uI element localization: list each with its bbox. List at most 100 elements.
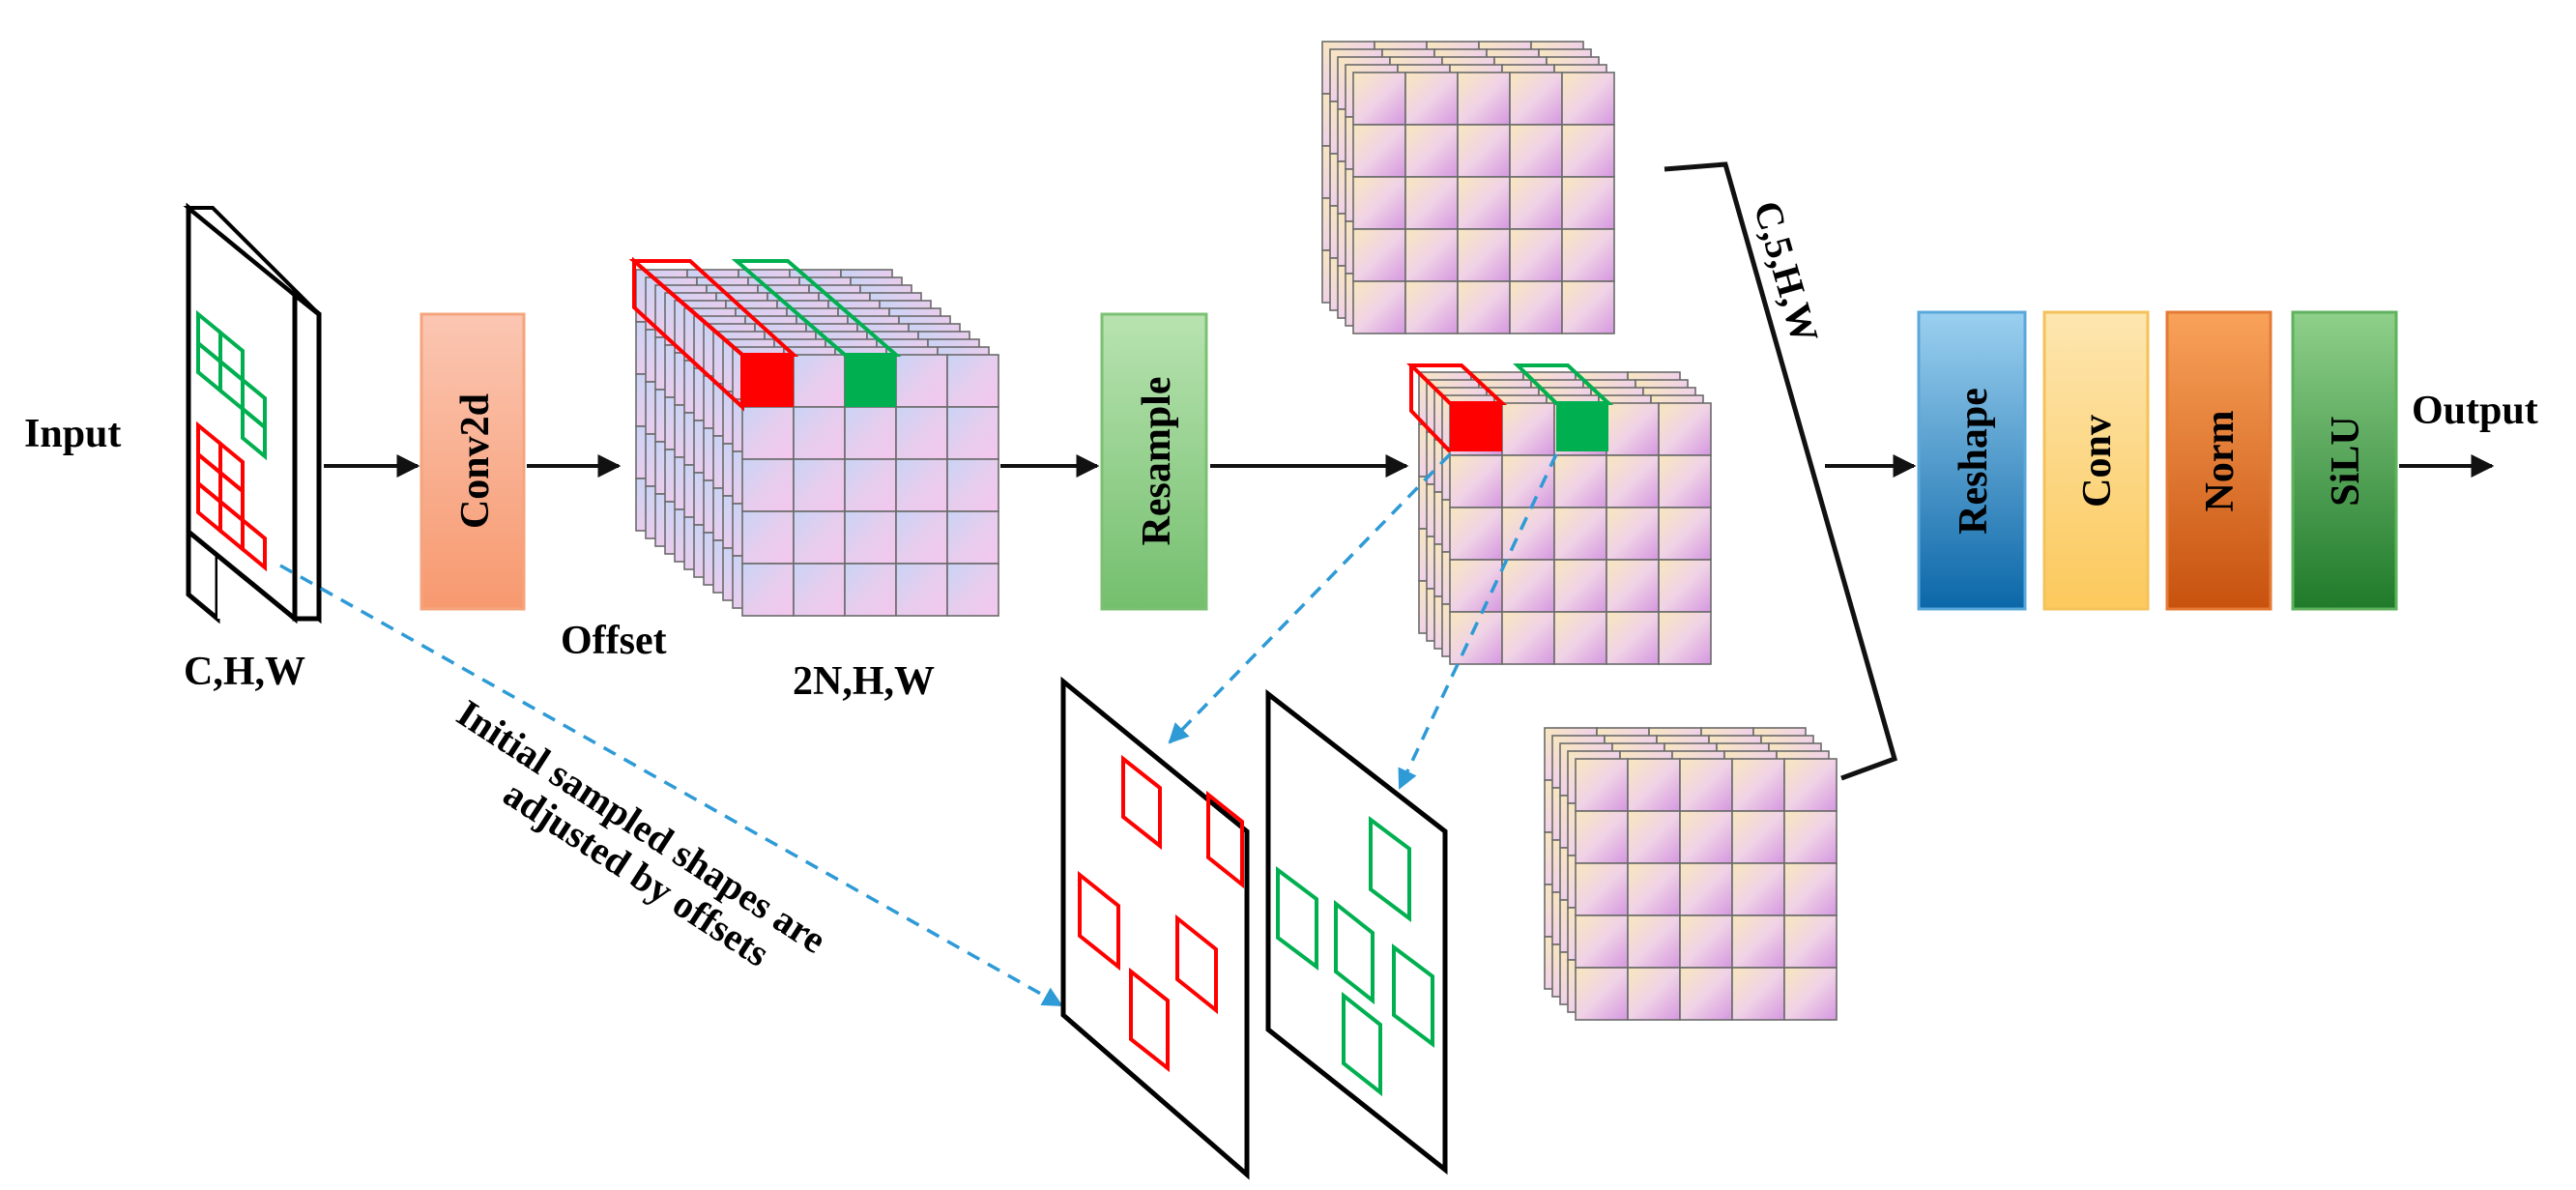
stack-middle-cell (1658, 559, 1712, 613)
stack-middle-cell (1553, 611, 1607, 665)
stack-top-cell (1457, 176, 1511, 230)
offset-dims-label: 2N,H,W (793, 659, 935, 704)
stack-top-cell (1404, 280, 1459, 334)
stack-top-cell (1561, 280, 1615, 334)
offset-cube-cell (844, 563, 897, 617)
stack-red-prism (1406, 363, 1508, 405)
conv2d-label: Conv2d (453, 393, 498, 529)
stack-top-cell (1509, 228, 1563, 282)
stack-top-cell (1352, 228, 1406, 282)
offset-cube-cell (946, 458, 999, 512)
stack-top-cell (1509, 176, 1563, 230)
stack-bottom-cell (1679, 967, 1733, 1021)
stack-bottom-cell (1575, 862, 1629, 916)
offset-red-prism-side (632, 256, 744, 412)
resample-block[interactable]: Resample (1100, 312, 1208, 611)
stack-top-cell (1404, 124, 1459, 178)
stack-middle-cell (1606, 402, 1660, 456)
input-red-sample (196, 421, 267, 572)
output-label: Output (2412, 389, 2538, 433)
stack-bottom-cell (1731, 862, 1785, 916)
offset-cube-cell (793, 510, 846, 565)
offset-cube-cell (793, 406, 846, 460)
offset-cube-cell (946, 563, 999, 617)
dashed-arrow-input-to-panel (279, 564, 1063, 1007)
resample-label: Resample (1135, 377, 1179, 546)
stack-middle-cell (1449, 454, 1503, 508)
stack-middle-cell (1606, 559, 1660, 613)
offset-cube-cell (895, 563, 948, 617)
silu-label: SiLU (2324, 416, 2368, 506)
offset-cube-cell (844, 458, 897, 512)
input-green-sample (196, 309, 267, 461)
stack-top-cell (1561, 72, 1615, 126)
stack-bottom-cell (1731, 914, 1785, 969)
stack-bottom-cell (1679, 914, 1733, 969)
offset-tensor-cube (628, 256, 999, 617)
stack-red-prism-side (1409, 365, 1452, 453)
dashed-arrow-green-to-panel (1398, 453, 1558, 790)
stack-bottom-cell (1575, 810, 1629, 864)
stack-middle-cell (1658, 402, 1712, 456)
offset-green-cell (845, 355, 896, 407)
stack-middle-cell (1501, 507, 1555, 561)
offset-cube-cell (741, 458, 795, 512)
norm-block[interactable]: Norm (2165, 310, 2272, 611)
offset-label: Offset (561, 619, 667, 663)
stack-bottom-cell (1679, 758, 1733, 812)
norm-label: Norm (2198, 411, 2243, 512)
sampled-stack-middle (1406, 363, 1712, 665)
stack-top-cell (1509, 72, 1563, 126)
sampled-stack-top (1321, 41, 1615, 334)
stack-bracket (1664, 161, 1898, 781)
stack-top-cell (1352, 176, 1406, 230)
conv-block[interactable]: Conv (2042, 310, 2150, 611)
offset-cube-cell (793, 354, 846, 408)
stack-bottom-cell (1783, 914, 1838, 969)
offset-red-cell (742, 355, 794, 407)
offset-cube-cell (946, 354, 999, 408)
reshape-label: Reshape (1952, 388, 1996, 535)
stack-bottom-cell (1575, 758, 1629, 812)
stack-bottom-cell (1783, 758, 1838, 812)
stack-bottom-cell (1575, 914, 1629, 969)
stack-top-layer (1352, 72, 1615, 334)
stack-middle-cell (1658, 611, 1712, 665)
offset-cube-cell (844, 406, 897, 460)
stack-bottom-cell (1679, 862, 1733, 916)
reshape-block[interactable]: Reshape (1917, 310, 2027, 611)
stack-top-cell (1457, 72, 1511, 126)
offset-cube-cell (895, 354, 948, 408)
conv2d-block[interactable]: Conv2d (420, 312, 526, 611)
offset-green-prism (731, 259, 902, 357)
stack-bottom-cell (1627, 914, 1681, 969)
conv-label: Conv (2075, 415, 2120, 508)
offset-cube-cell (895, 510, 948, 565)
stack-top-cell (1404, 72, 1459, 126)
red-sampling-panel (1060, 676, 1250, 1180)
offset-cube-cell (844, 510, 897, 565)
stack-top-cell (1509, 124, 1563, 178)
stack-bottom-cell (1679, 810, 1733, 864)
stack-bottom-cell (1731, 758, 1785, 812)
offset-cube-cell (946, 406, 999, 460)
stack-top-cell (1561, 176, 1615, 230)
stack-top-cell (1404, 228, 1459, 282)
stack-middle-cell (1553, 507, 1607, 561)
stack-middle-cell (1553, 559, 1607, 613)
silu-block[interactable]: SiLU (2291, 310, 2398, 611)
stack-middle-cell (1606, 454, 1660, 508)
offset-cube-cell (895, 458, 948, 512)
stack-green-prism (1513, 363, 1614, 405)
stack-middle-layer (1449, 402, 1712, 665)
stack-red-cell (1450, 403, 1502, 451)
stack-bottom-cell (1627, 967, 1681, 1021)
stack-middle-cell (1501, 611, 1555, 665)
stack-bottom-cell (1783, 967, 1838, 1021)
stack-bottom-cell (1627, 862, 1681, 916)
stack-middle-cell (1606, 507, 1660, 561)
stack-middle-cell (1449, 611, 1503, 665)
stack-top-cell (1561, 124, 1615, 178)
offset-cube-cell (895, 406, 948, 460)
